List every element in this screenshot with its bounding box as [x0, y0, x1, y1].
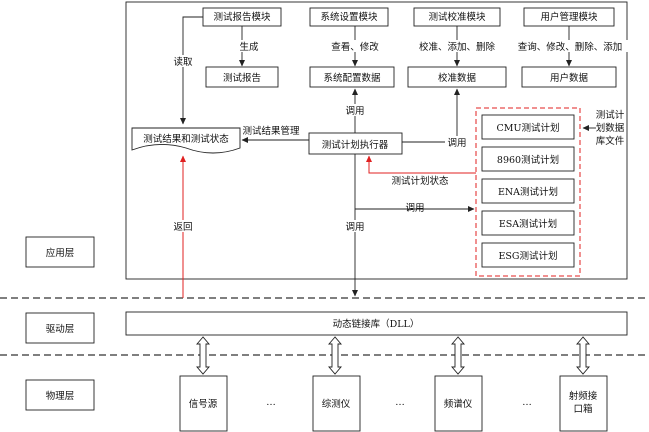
double-arrow-signal-source [196, 336, 210, 375]
arrow-plan-status [366, 155, 476, 174]
call-mid-label: 调用 [405, 203, 424, 214]
data-user [521, 66, 617, 88]
driver-layer-box [25, 312, 95, 344]
double-arrow-rf-box [576, 336, 590, 375]
action-user-label: 查询、修改、删除、添加 [518, 41, 623, 53]
data-user-label: 用户数据 [550, 72, 589, 84]
plan-8960 [481, 146, 575, 172]
instrument-tester [312, 375, 361, 432]
plan-file-line-3: 库文件 [596, 135, 625, 147]
driver-layer-label: 驱动层 [46, 324, 75, 335]
instrument-tester-label: 综测仪 [322, 398, 351, 410]
action-report-label: 生成 [239, 41, 259, 53]
double-arrow-spectrum [451, 336, 465, 375]
ellipsis-3: … [522, 397, 532, 408]
plan-esg [481, 242, 575, 268]
dll-box [125, 311, 628, 336]
ellipsis-2: … [395, 397, 405, 408]
module-config-label: 系统设置模块 [320, 11, 378, 23]
results-label: 测试结果和测试状态 [143, 133, 229, 145]
executor-box [308, 132, 403, 155]
application-layer-box [25, 236, 95, 268]
data-report-label: 测试报告 [223, 72, 261, 84]
call-right-label: 调用 [447, 138, 466, 149]
plan-ena-label: ENA测试计划 [498, 186, 558, 198]
plan-cmu-label: CMU测试计划 [496, 122, 559, 134]
data-calibration [407, 66, 507, 88]
plan-esg-label: ESG测试计划 [498, 250, 557, 262]
plan-ena [481, 178, 575, 204]
instrument-spectrum [434, 375, 483, 432]
executor-label: 测试计划执行器 [322, 139, 389, 151]
data-report [205, 66, 279, 88]
result-management-label: 测试结果管理 [242, 125, 300, 137]
module-user-label: 用户管理模块 [540, 11, 598, 23]
plan-file-line-1: 测试计 [596, 109, 625, 121]
plans-group [475, 107, 581, 277]
results-document [131, 127, 241, 154]
instrument-rf-box-line-1: 射频接 [569, 390, 598, 402]
action-calibration-label: 校准、添加、删除 [419, 41, 496, 53]
physical-layer-box [25, 379, 95, 411]
instrument-signal-source-label: 信号源 [189, 398, 218, 410]
plan-cmu [481, 114, 575, 140]
return-label: 返回 [173, 221, 192, 233]
instrument-signal-source [179, 375, 228, 432]
data-config-label: 系统配置数据 [323, 72, 381, 84]
plan-file-line-2: 划数据 [596, 122, 625, 134]
plan-esa [481, 210, 575, 236]
module-calibration-label: 测试校准模块 [428, 11, 486, 23]
plan-status-label: 测试计划状态 [391, 175, 449, 187]
dll-label: 动态链接库（DLL） [333, 318, 420, 330]
module-report-label: 测试报告模块 [213, 11, 271, 23]
action-config-label: 查看、修改 [331, 41, 379, 53]
plan-8960-label: 8960测试计划 [497, 154, 559, 166]
instrument-rf-box [559, 375, 608, 432]
read-label: 读取 [173, 56, 193, 68]
call-down-label: 调用 [345, 222, 364, 233]
plan-esa-label: ESA测试计划 [499, 218, 557, 230]
application-layer-label: 应用层 [46, 247, 75, 259]
data-config [309, 66, 395, 88]
data-calibration-label: 校准数据 [438, 72, 477, 84]
instrument-spectrum-label: 频谱仪 [444, 398, 473, 410]
physical-layer-label: 物理层 [46, 390, 75, 402]
instrument-rf-box-line-2: 口箱 [573, 403, 592, 415]
call-up-label: 调用 [345, 106, 364, 117]
arrow-read [180, 16, 203, 125]
ellipsis-1: … [266, 397, 276, 408]
double-arrow-tester [328, 336, 342, 375]
module-config [309, 7, 389, 27]
